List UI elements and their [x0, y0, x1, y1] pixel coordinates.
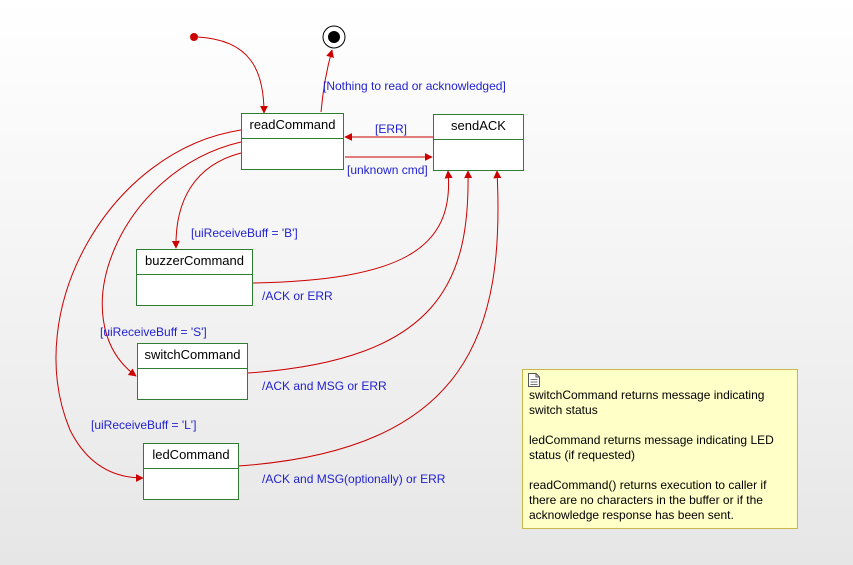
note-text-readcommand: readCommand() returns execution to calle…	[529, 478, 767, 522]
state-sendack[interactable]: sendACK	[433, 114, 524, 171]
state-switchcommand[interactable]: switchCommand	[137, 343, 248, 400]
label-guard-l: [uiReceiveBuff = 'L']	[91, 418, 197, 432]
label-ack-msg-or-err: /ACK and MSG or ERR	[262, 379, 387, 393]
label-ack-or-err: /ACK or ERR	[262, 289, 333, 303]
label-nothing-to-read: [Nothing to read or acknowledged]	[323, 79, 506, 93]
label-guard-s: [uiReceiveBuff = 'S']	[100, 325, 207, 339]
label-ack-msg-opt-or-err: /ACK and MSG(optionally) or ERR	[262, 472, 446, 486]
label-err: [ERR]	[375, 122, 408, 136]
transition-readcommand-to-buzzer	[171, 152, 242, 249]
note-text-switch: switchCommand returns message indicating…	[529, 388, 765, 417]
initial-state-dot	[190, 33, 198, 41]
label-unknown-cmd: [unknown cmd]	[347, 163, 428, 177]
state-readcommand[interactable]: readCommand	[241, 113, 344, 170]
transition-buzzer-to-sendack	[252, 170, 453, 284]
state-readcommand-name: readCommand	[242, 114, 343, 139]
final-state-inner	[328, 31, 340, 43]
transition-led-to-sendack	[237, 170, 502, 467]
state-buzzercommand[interactable]: buzzerCommand	[136, 249, 253, 306]
note-text-led: ledCommand returns message indicating LE…	[529, 433, 774, 462]
state-sendack-name: sendACK	[434, 115, 523, 140]
note-icon	[528, 373, 540, 387]
label-guard-b: [uiReceiveBuff = 'B']	[191, 226, 298, 240]
state-ledcommand-name: ledCommand	[144, 444, 238, 469]
state-ledcommand[interactable]: ledCommand	[143, 443, 239, 500]
note-box[interactable]: switchCommand returns message indicating…	[522, 369, 798, 529]
transition-readcommand-to-led	[55, 129, 242, 482]
transition-readcommand-to-switch	[101, 141, 242, 377]
state-switchcommand-name: switchCommand	[138, 344, 247, 369]
transition-initial-to-readcommand	[197, 36, 268, 114]
transition-switch-to-sendack	[247, 170, 473, 374]
state-buzzercommand-name: buzzerCommand	[137, 250, 252, 275]
transition-readcommand-to-final	[320, 49, 334, 113]
